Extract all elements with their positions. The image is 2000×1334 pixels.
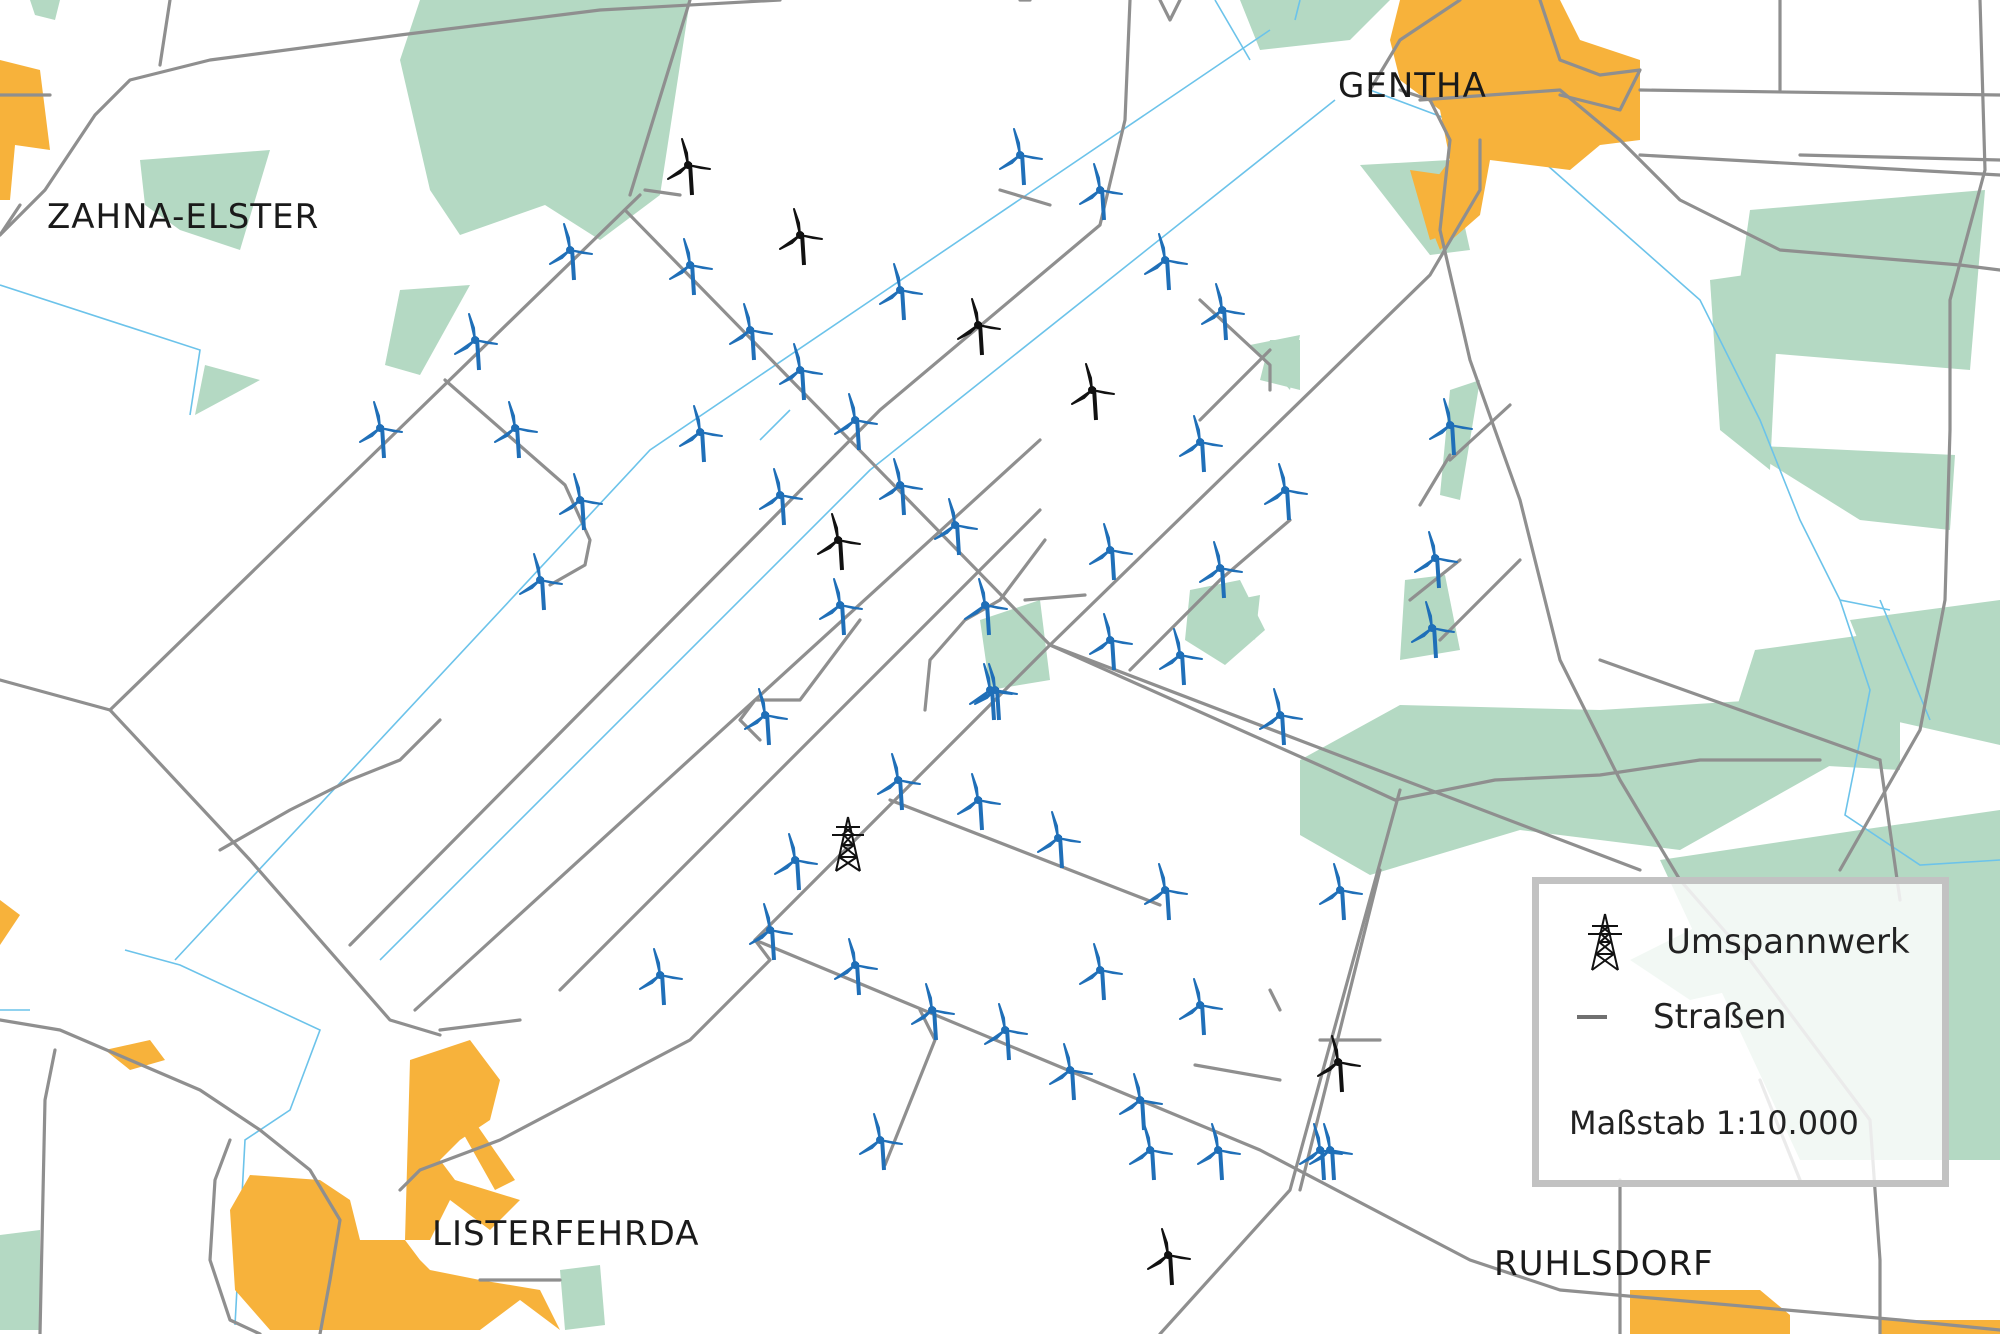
wind-turbine-planned-icon xyxy=(834,938,878,996)
wind-turbine-planned-icon xyxy=(639,948,683,1006)
wind-turbine-existing-icon xyxy=(817,513,861,571)
legend-row-roads: Straßen xyxy=(1577,997,1787,1037)
transmission-tower-icon[interactable] xyxy=(832,816,864,872)
wind-turbine-planned-icon xyxy=(974,663,1018,721)
wind-turbine-planned-icon xyxy=(879,458,923,516)
wind-turbine-planned-icon xyxy=(1119,1073,1163,1131)
wind-turbine-planned-icon xyxy=(877,753,921,811)
wind-turbine-planned-icon xyxy=(1309,1123,1353,1181)
wind-turbine-planned-icon xyxy=(1201,283,1245,341)
wind-turbine-planned-icon xyxy=(957,773,1001,831)
wind-turbine-existing-icon xyxy=(957,298,1001,356)
wind-turbine-planned-icon xyxy=(549,223,593,281)
wind-turbine-planned-icon xyxy=(1089,523,1133,581)
legend-scale-label: Maßstab 1:10.000 xyxy=(1569,1104,1859,1142)
wind-turbine-planned-icon xyxy=(759,468,803,526)
place-label-listerfehrda: LISTERFEHRDA xyxy=(432,1214,700,1254)
wind-turbine-planned-icon xyxy=(669,238,713,296)
wind-turbines xyxy=(359,128,1473,1286)
legend-substation-label: Umspannwerk xyxy=(1666,922,1910,962)
wind-turbine-planned-icon xyxy=(1414,531,1458,589)
place-label-gentha: GENTHA xyxy=(1338,66,1487,106)
wind-turbine-existing-icon xyxy=(779,208,823,266)
wind-turbine-planned-icon xyxy=(679,405,723,463)
wind-turbine-planned-icon xyxy=(774,833,818,891)
wind-turbine-planned-icon xyxy=(859,1113,903,1171)
wind-turbine-planned-icon xyxy=(1179,978,1223,1036)
road-swatch-icon xyxy=(1577,1015,1607,1019)
place-label-ruhlsdorf: RUHLSDORF xyxy=(1494,1244,1714,1284)
wind-turbine-planned-icon xyxy=(1079,163,1123,221)
wind-turbine-planned-icon xyxy=(1159,628,1203,686)
wind-turbine-planned-icon xyxy=(1037,811,1081,869)
wind-turbine-existing-icon xyxy=(1147,1228,1191,1286)
wind-turbine-existing-icon xyxy=(667,138,711,196)
wind-turbine-planned-icon xyxy=(359,401,403,459)
wind-turbine-planned-icon xyxy=(911,983,955,1041)
wind-turbine-planned-icon xyxy=(1129,1123,1173,1181)
wind-turbine-planned-icon xyxy=(1411,601,1455,659)
wind-turbine-planned-icon xyxy=(519,553,563,611)
legend-row-substation: Umspannwerk xyxy=(1584,912,1910,972)
wind-turbine-planned-icon xyxy=(749,903,793,961)
wind-turbine-planned-icon xyxy=(1089,613,1133,671)
wind-turbine-existing-icon xyxy=(1317,1035,1361,1093)
wind-turbine-existing-icon xyxy=(1071,363,1115,421)
wind-turbine-planned-icon xyxy=(729,303,773,361)
wind-turbine-planned-icon xyxy=(1079,943,1123,1001)
wind-turbine-planned-icon xyxy=(779,343,823,401)
wind-turbine-planned-icon xyxy=(494,401,538,459)
wind-turbine-planned-icon xyxy=(1144,233,1188,291)
wind-turbine-planned-icon xyxy=(1197,1123,1241,1181)
wind-turbine-planned-icon xyxy=(1144,863,1188,921)
wind-turbine-planned-icon xyxy=(454,313,498,371)
wind-turbine-planned-icon xyxy=(1199,541,1243,599)
wind-turbine-planned-icon xyxy=(964,578,1008,636)
wind-turbine-planned-icon xyxy=(1319,863,1363,921)
wind-turbine-planned-icon xyxy=(999,128,1043,186)
wind-turbine-planned-icon xyxy=(819,578,863,636)
wind-turbine-planned-icon xyxy=(1264,463,1308,521)
wind-turbine-planned-icon xyxy=(984,1003,1028,1061)
wind-turbine-planned-icon xyxy=(1259,688,1303,746)
map-legend: Umspannwerk Straßen Maßstab 1:10.000 xyxy=(1532,877,1949,1187)
wind-turbine-planned-icon xyxy=(1179,415,1223,473)
legend-roads-label: Straßen xyxy=(1653,997,1787,1037)
place-label-zahna-elster: ZAHNA-ELSTER xyxy=(47,197,319,237)
wind-turbine-planned-icon xyxy=(879,263,923,321)
wind-turbine-planned-icon xyxy=(1429,398,1473,456)
wind-turbine-planned-icon xyxy=(934,498,978,556)
wind-turbine-planned-icon xyxy=(834,393,878,451)
wind-turbine-planned-icon xyxy=(1049,1043,1093,1101)
wind-turbine-planned-icon xyxy=(744,688,788,746)
transmission-tower-icon xyxy=(1588,913,1622,971)
wind-turbine-planned-icon xyxy=(559,473,603,531)
